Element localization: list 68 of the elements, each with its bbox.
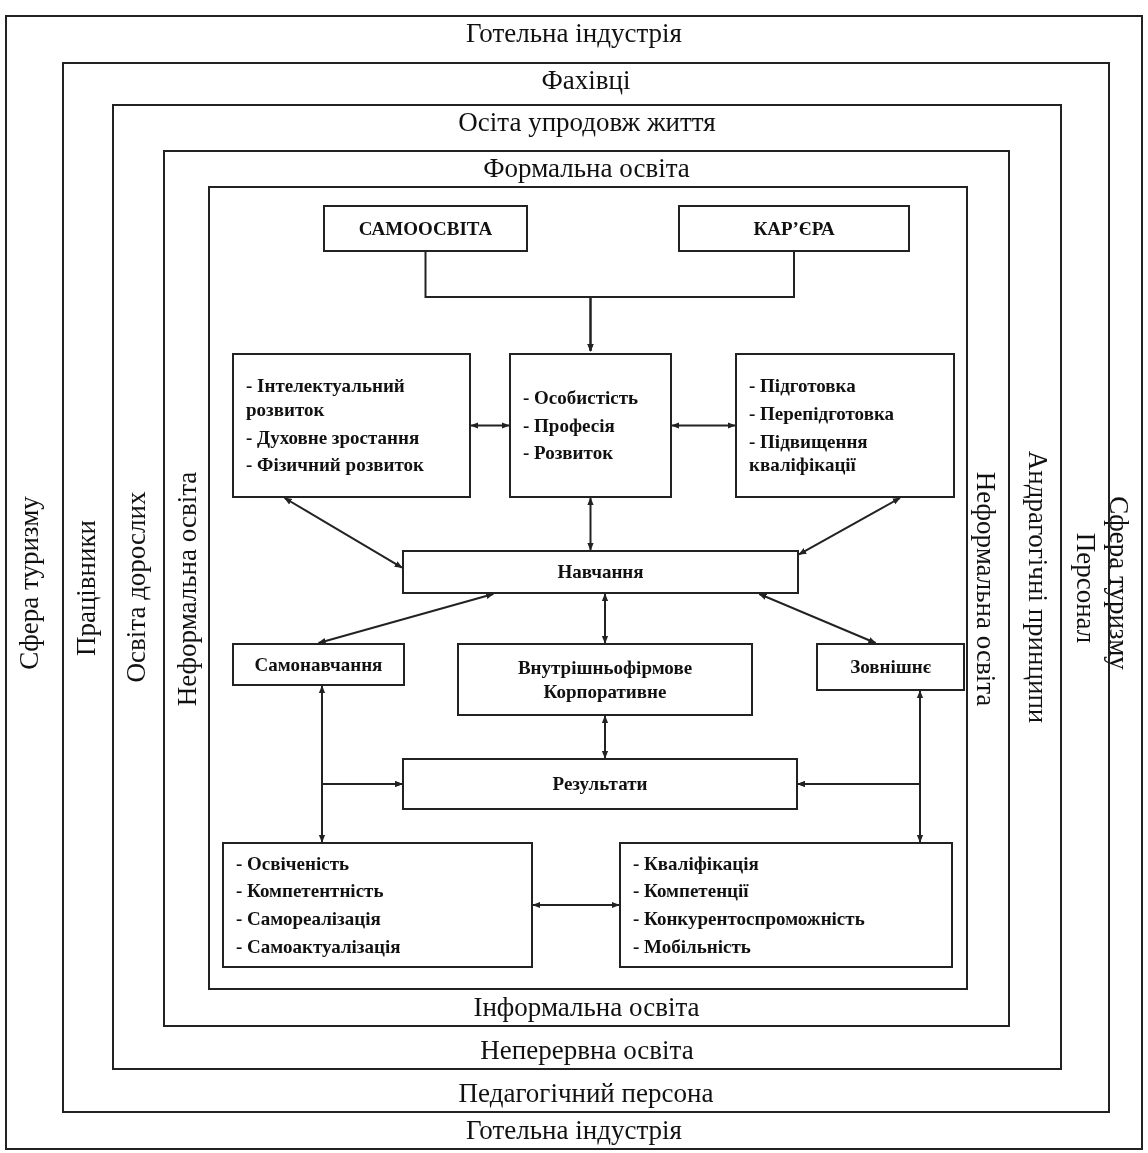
- process-box: [816, 643, 965, 691]
- arrow: [758, 593, 877, 644]
- list-item: - Мобільність: [633, 934, 752, 959]
- list-item: - Кваліфікація: [633, 851, 760, 876]
- list-item: - Духовне зростання: [246, 425, 421, 450]
- box-label: Зовнішнє: [850, 655, 931, 679]
- list-box: [619, 842, 953, 968]
- frame-label: Неформальна освіта: [173, 471, 203, 706]
- list-item: - Підготовка: [749, 374, 857, 398]
- inner-frame: [208, 186, 968, 990]
- frame-label: Формальна освіта: [483, 154, 690, 184]
- list-item: - Конкурентоспроможність: [633, 907, 866, 931]
- arrow: [601, 715, 609, 759]
- frame-border: [112, 104, 1062, 1070]
- frame-label: Персонал: [1070, 532, 1100, 643]
- list-item: - Самоактуалізація: [236, 934, 402, 959]
- box-label: КАР’ЄРА: [753, 216, 835, 241]
- arrow: [671, 422, 736, 429]
- process-box: [402, 758, 798, 810]
- box-label: Навчання: [557, 560, 644, 584]
- frame-border: [163, 150, 1010, 1027]
- box-label: САМООСВІТА: [358, 216, 493, 241]
- arrow: [797, 780, 924, 843]
- list-item: - Самореалізація: [236, 907, 382, 931]
- arrow: [798, 497, 901, 556]
- frame-label: Сфера туризму: [15, 495, 45, 670]
- frame-label: Неформальна освіта: [970, 471, 1000, 706]
- list-item: - Компетентність: [236, 879, 385, 903]
- arrow: [587, 497, 594, 551]
- frame-label: Готельна індустрія: [466, 19, 682, 49]
- list-item: - Підвищення кваліфікації: [749, 429, 869, 477]
- list-item: - Компетенції: [633, 879, 750, 903]
- process-box: [402, 550, 799, 594]
- arrow: [318, 780, 403, 843]
- process-box: [323, 205, 528, 252]
- box-label: Результати: [552, 772, 648, 796]
- frame-label: Освіта дорослих: [122, 491, 152, 683]
- list-item: - Професія: [523, 413, 616, 438]
- frame-label: Андрагогічні принципи: [1022, 450, 1052, 724]
- list-box: [232, 353, 471, 498]
- list-item: - Інтелектуальний розвиток: [246, 374, 406, 422]
- frame-label: Неперервна освіта: [480, 1036, 694, 1066]
- list-item: - Освіченість: [236, 851, 351, 876]
- process-box: [232, 643, 405, 686]
- frame-label: Сфера туризму: [1103, 495, 1133, 670]
- frame-label: Фахівці: [541, 66, 631, 96]
- process-box: [457, 643, 753, 716]
- list-box: [509, 353, 672, 498]
- arrow: [283, 497, 403, 569]
- process-box: [678, 205, 910, 252]
- frame-label: Готельна індустрія: [466, 1116, 682, 1146]
- arrow: [587, 251, 795, 352]
- list-item: - Розвиток: [523, 441, 615, 466]
- frame-label: Працівники: [72, 519, 102, 656]
- arrow: [601, 593, 609, 644]
- arrow: [532, 901, 620, 909]
- frame-label: Інформальна освіта: [473, 993, 700, 1023]
- list-box: [222, 842, 533, 968]
- box-label: Внутрішньофірмове Корпоративне: [516, 655, 694, 704]
- list-box: [735, 353, 955, 498]
- arrow: [470, 422, 510, 429]
- frame-label: Педагогічний персона: [458, 1079, 714, 1109]
- box-label: Самонавчання: [254, 652, 383, 677]
- list-item: - Особистість: [523, 385, 640, 410]
- frame-label: Осіта упродовж життя: [458, 108, 716, 138]
- arrow: [317, 592, 495, 645]
- list-item: - Фізичний розвиток: [246, 453, 425, 477]
- list-item: - Перепідготовка: [749, 401, 896, 426]
